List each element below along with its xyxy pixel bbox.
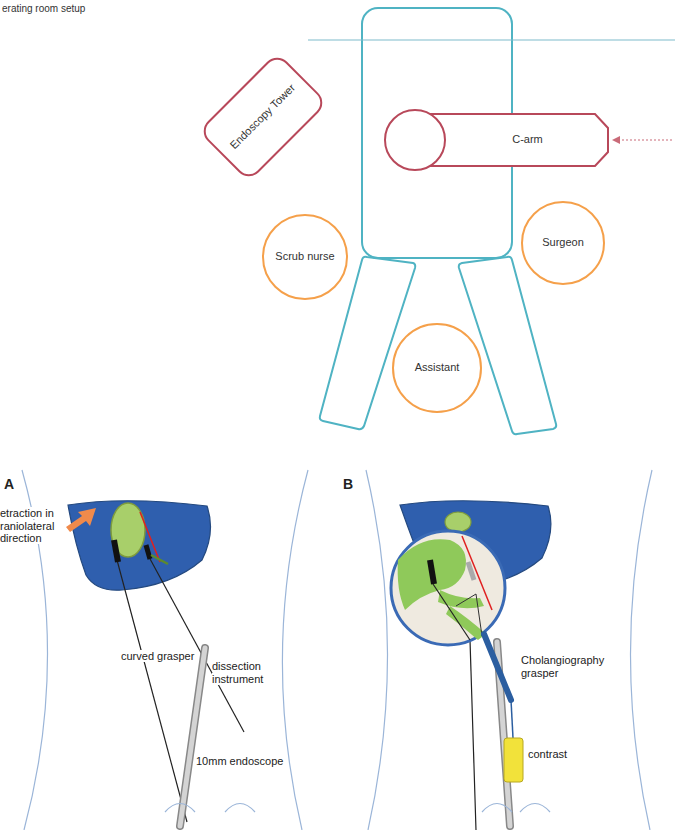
panel-letter: A [4,476,34,492]
port [165,804,195,813]
node-label: Endoscopy Tower [228,82,299,153]
grasper-shaft [470,640,476,830]
body-contour [282,470,308,830]
contrast-tube [511,700,513,738]
label-text: B [343,476,353,492]
node-label: Surgeon [542,236,584,249]
staff-circle: Assistant [392,323,482,413]
magnified-view [391,531,505,645]
gallbladder [445,512,471,532]
node-label: Scrub nurse [275,250,334,263]
body-contour [366,470,388,830]
annotation: etraction in raniolateral direction [0,507,64,545]
cable-line [308,39,675,40]
grasper-shaft [117,560,187,822]
c-arm-outline [383,108,610,172]
body-contour [630,470,652,830]
label-text: dissection instrument [212,660,263,685]
catheter [476,594,482,636]
instrument-label: dissection instrument [212,660,278,685]
port [520,804,550,813]
label-text: 10mm endoscope [196,755,283,767]
instrument-label: Cholangiography grasper [521,654,625,679]
cystic-duct [151,555,168,564]
clip-instrument [468,562,474,580]
contrast-syringe [504,738,523,782]
c-arm-detector [385,110,445,170]
label-text: Cholangiography grasper [521,654,604,679]
label-text: etraction in raniolateral direction [0,507,54,544]
grasper-jaw [114,540,118,562]
arrow-head [612,136,620,144]
instrument-label: curved grasper [121,650,211,663]
node-label: Assistant [415,361,460,374]
label-text: contrast [528,748,567,760]
panel-letter: B [343,476,373,492]
label-text: A [4,476,14,492]
label-text: curved grasper [121,650,194,662]
port [482,804,512,813]
endoscope-body [180,648,205,826]
staff-circle: Scrub nurse [262,214,348,300]
c-arm-body [423,114,608,166]
direction-arrow [616,139,672,140]
endoscope [180,648,205,826]
node-label: C-arm [512,133,543,146]
instrument-label: 10mm endoscope [196,755,296,768]
catheter [456,594,476,606]
staff-circle: Surgeon [521,201,605,285]
dissection-line [140,512,160,562]
instrument-tip [146,545,150,559]
instrument-label: contrast [528,748,598,761]
cholangiography-grasper [484,634,511,700]
grasper-shaft [433,584,470,640]
figure-title: erating room setup [2,3,85,14]
port [225,804,255,813]
retraction-arrow [66,508,96,532]
equipment-box: Endoscopy Tower [198,52,328,182]
c-arm-box: C-arm [383,108,610,172]
grasper-jaw [430,560,434,584]
